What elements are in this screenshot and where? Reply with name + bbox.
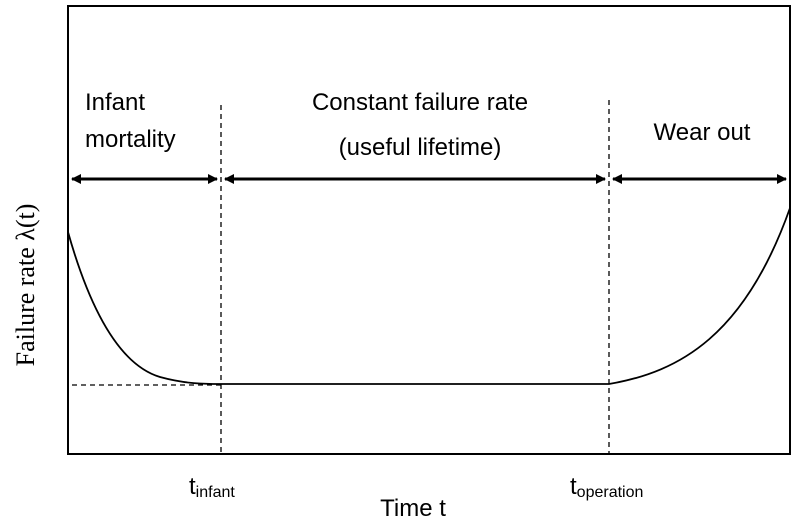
infant-label-line1: Infant — [85, 89, 145, 116]
t-infant-label: tinfant — [189, 473, 235, 501]
constant-label-line1: Constant failure rate — [312, 89, 528, 116]
plot-frame — [67, 5, 791, 455]
t-operation-subscript: operation — [577, 484, 644, 501]
infant-label-line2: mortality — [85, 126, 176, 153]
t-infant-base: t — [189, 473, 196, 500]
t-operation-label: toperation — [570, 473, 643, 501]
wearout-label: Wear out — [654, 119, 751, 146]
constant-label-line2: (useful lifetime) — [339, 134, 502, 161]
t-operation-base: t — [570, 473, 577, 500]
y-axis-label: Failure rate λ(t) — [11, 204, 40, 367]
t-infant-subscript: infant — [196, 484, 236, 501]
x-axis-label: Time t — [380, 495, 446, 522]
bathtub-curve — [67, 207, 791, 385]
